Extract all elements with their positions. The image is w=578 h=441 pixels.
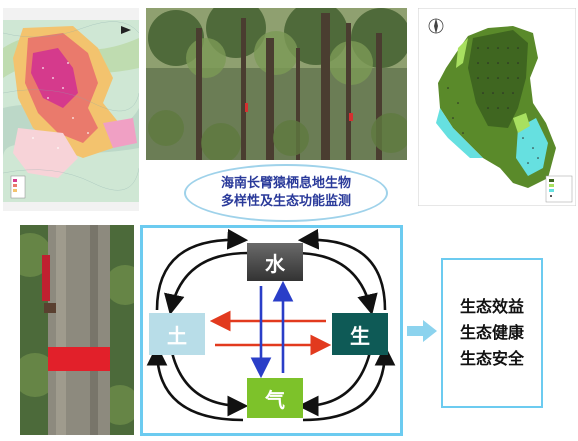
arrow-water-to-soil: [164, 251, 249, 316]
life-node: 生: [332, 313, 388, 355]
arrow-water-to-life: [294, 251, 378, 316]
arrow-air-to-soil: [146, 344, 244, 422]
forest-photo: [146, 8, 407, 160]
arrow-soil-to-air: [169, 347, 249, 417]
project-title-line-2: 多样性及生态功能监测: [220, 194, 351, 209]
outcome-benefit: 生态效益: [459, 297, 524, 316]
block-arrow-icon: [407, 320, 437, 342]
cycle-arrows: [146, 228, 396, 422]
sampling-grid-map: [418, 8, 576, 206]
arrow-life-to-air: [297, 347, 373, 417]
project-title: 海南长臂猿栖息地生物 多样性及生态功能监测: [184, 164, 388, 222]
arrow-air-to-life: [302, 344, 396, 422]
ecological-outcomes-box: 生态效益 生态健康 生态安全: [441, 258, 543, 408]
outcome-security: 生态安全: [459, 349, 524, 368]
outcome-health: 生态健康: [459, 323, 524, 342]
arrow-life-to-water: [297, 228, 387, 311]
water-node: 水: [247, 243, 303, 281]
topographic-map: [3, 8, 139, 211]
project-title-line-1: 海南长臂猿栖息地生物: [220, 176, 351, 191]
water-soil-life-air-diagram: 水 土 生 气: [140, 225, 403, 436]
arrow-soil-to-water: [155, 228, 249, 311]
air-node: 气: [247, 378, 303, 418]
tree-trunk-photo: [20, 225, 134, 435]
water-air-arrows: [250, 280, 294, 379]
soil-life-arrows: [209, 310, 332, 356]
soil-node: 土: [149, 313, 205, 355]
